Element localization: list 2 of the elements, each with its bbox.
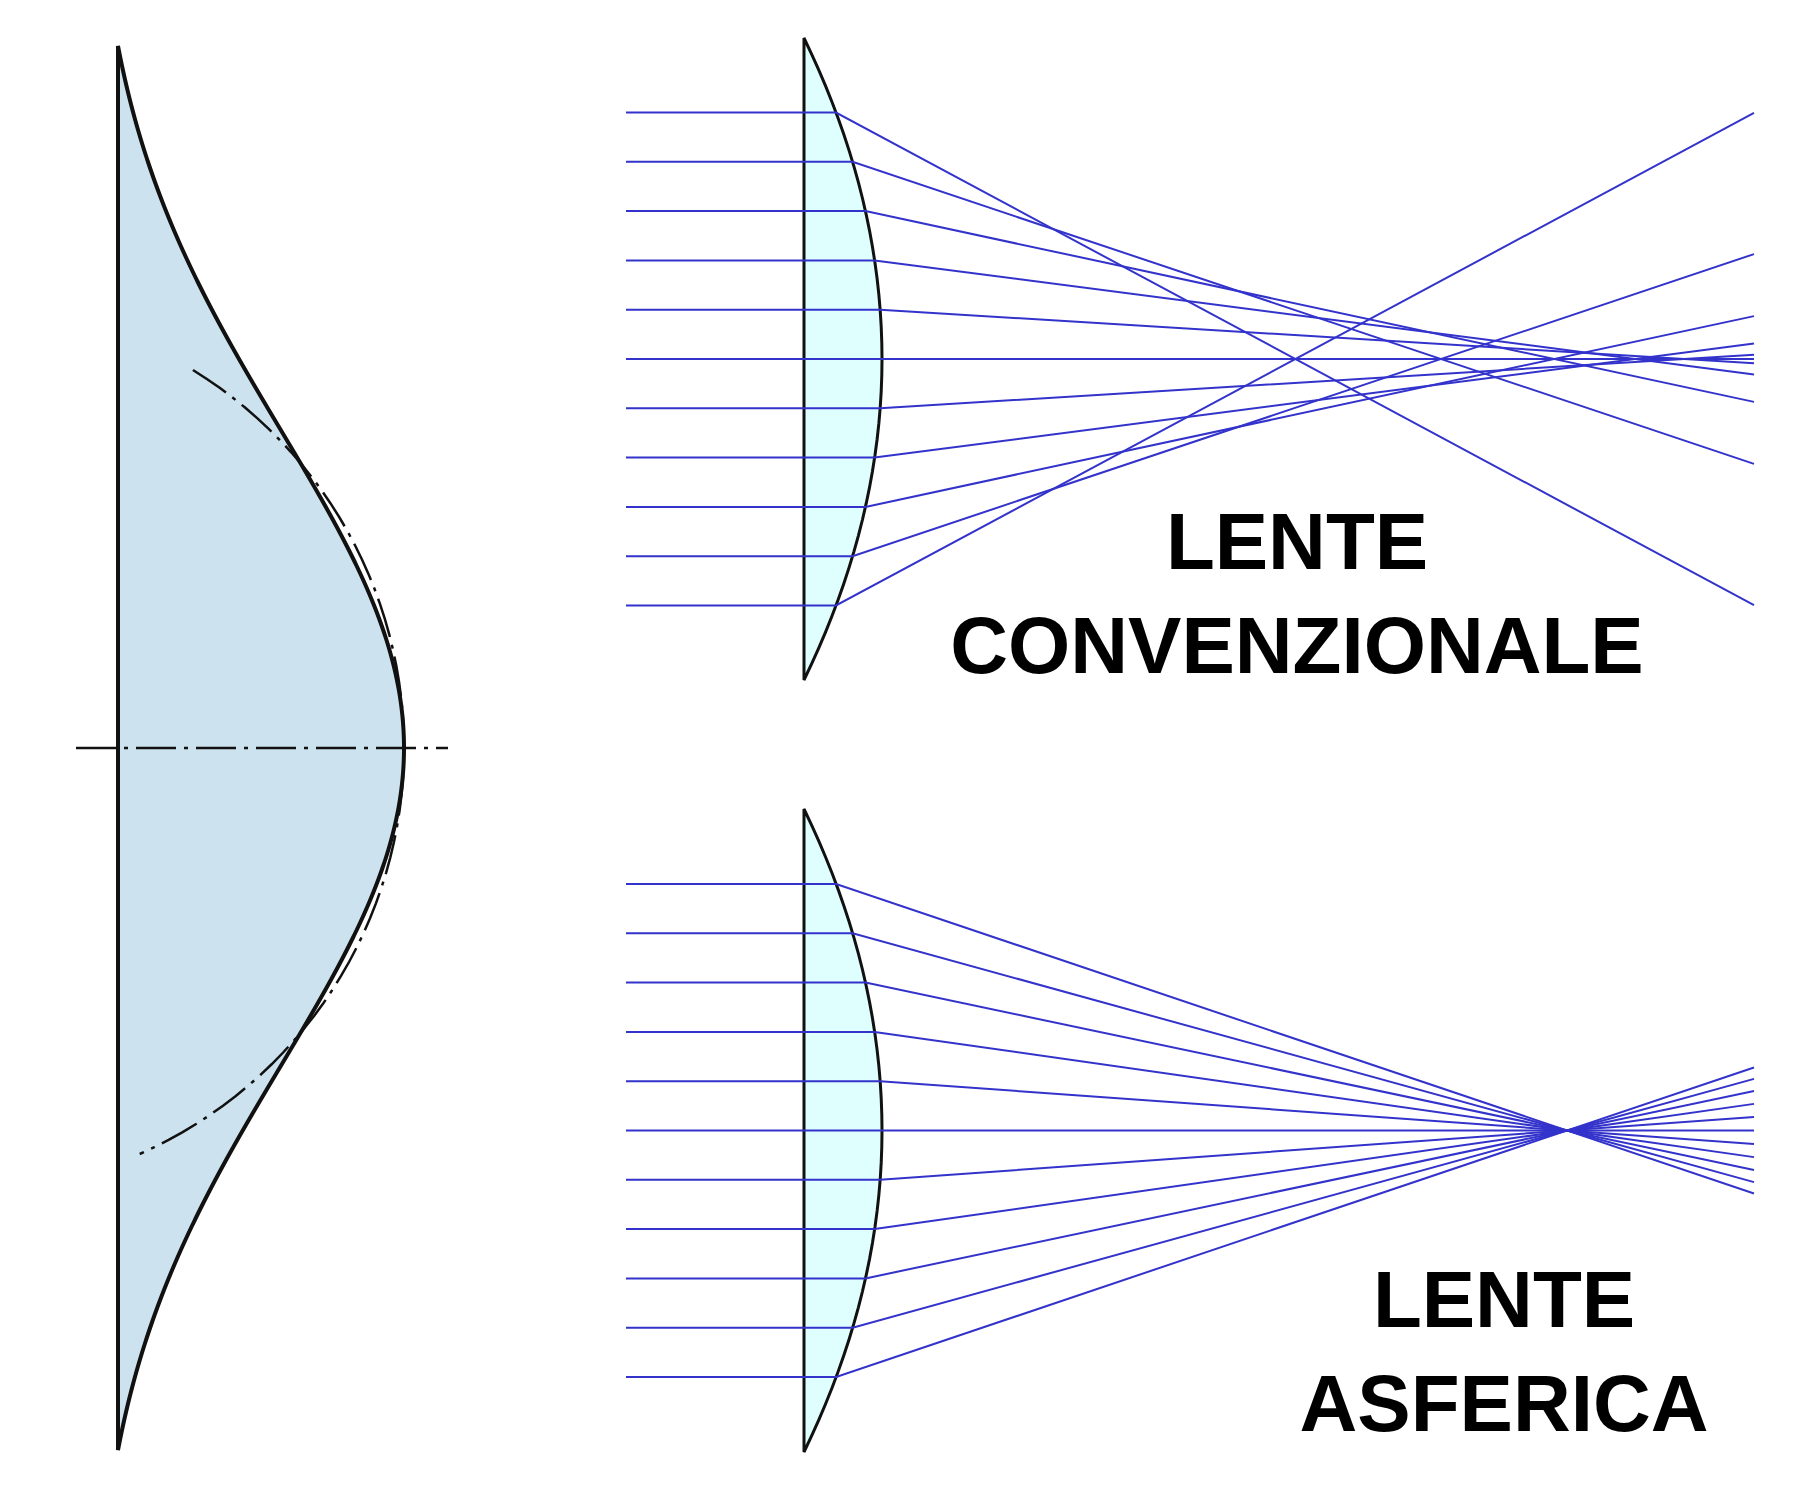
lens-label: LENTE ASFERICA xyxy=(1299,1254,1709,1450)
lens-label: LENTE CONVENZIONALE xyxy=(950,496,1644,692)
